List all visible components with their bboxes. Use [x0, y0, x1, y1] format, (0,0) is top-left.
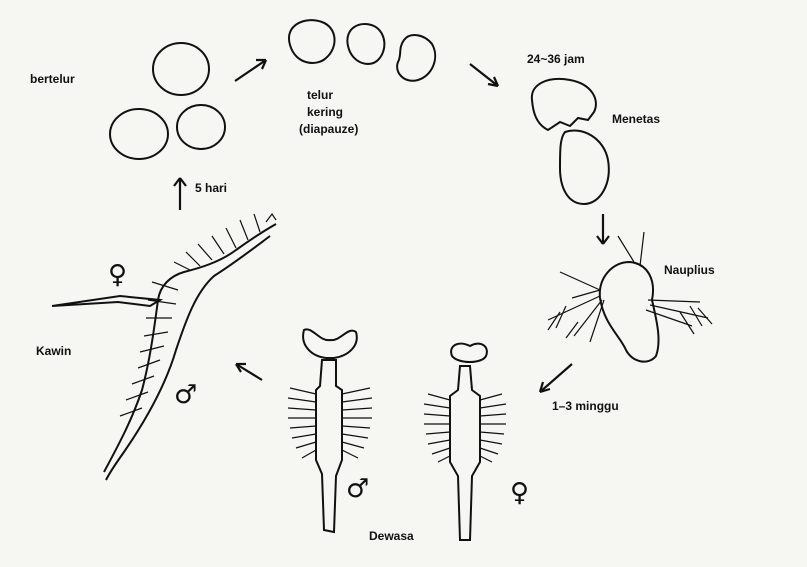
female-symbol-adult: ♀: [510, 480, 529, 506]
female-symbol-mating: ♀: [108, 262, 127, 288]
label-diapause: (diapauze): [299, 122, 358, 136]
label-lay-time: 5 hari: [195, 181, 227, 195]
dried-eggs: [289, 20, 435, 81]
label-menetas: Menetas: [612, 112, 660, 126]
label-growth-time: 1–3 minggu: [552, 399, 619, 413]
label-kawin: Kawin: [36, 344, 71, 358]
mating-pair: [52, 214, 276, 480]
arrow-to-dried-eggs: [235, 60, 266, 81]
eggs-laid: [110, 43, 225, 159]
arrow-to-adults: [540, 364, 572, 392]
label-kering: kering: [307, 105, 343, 119]
label-dewasa: Dewasa: [369, 529, 414, 543]
nauplius-larva: [548, 232, 712, 362]
label-bertelur: bertelur: [30, 72, 75, 86]
male-symbol-adult: ♂: [346, 476, 369, 502]
label-nauplius: Nauplius: [664, 263, 715, 277]
adult-female: [424, 344, 506, 540]
hatching-egg: [532, 79, 609, 204]
cycle-arrows: [174, 60, 609, 392]
label-hatch-time: 24~36 jam: [527, 52, 585, 66]
label-telur: telur: [307, 88, 333, 102]
male-symbol-mating: ♂: [174, 382, 197, 408]
arrow-to-hatching: [470, 64, 498, 86]
